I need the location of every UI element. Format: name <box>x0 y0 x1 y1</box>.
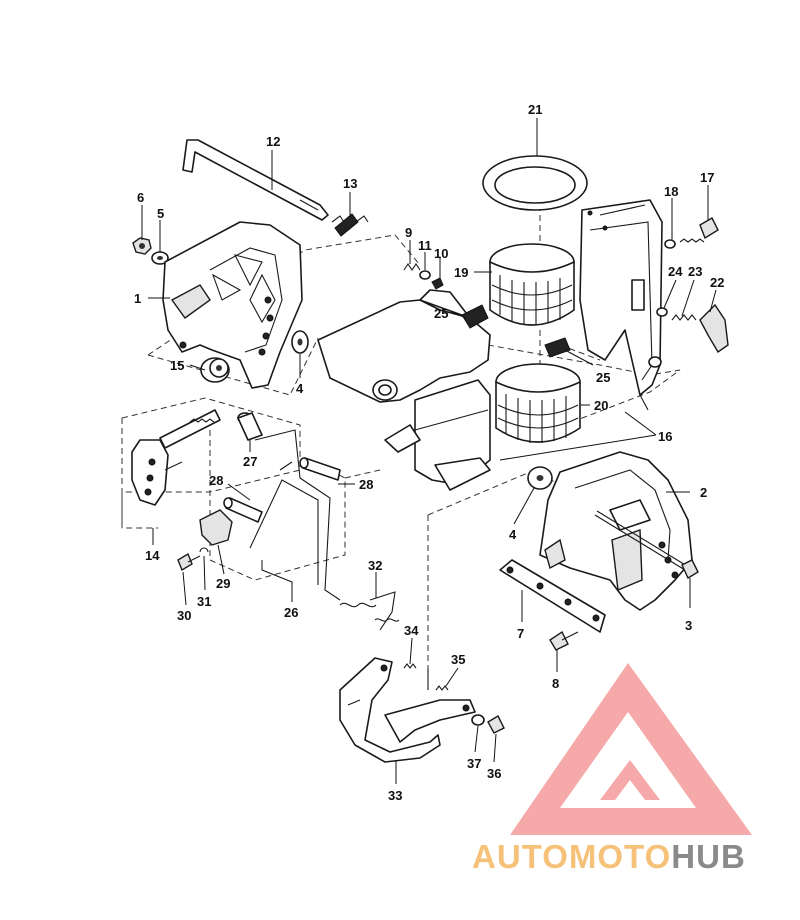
callout-34: 34 <box>404 623 419 638</box>
callout-18: 18 <box>664 184 678 199</box>
part-31-clip <box>199 547 209 553</box>
callout-26: 26 <box>284 605 298 620</box>
callout-7: 7 <box>517 626 524 641</box>
callout-13: 13 <box>343 176 357 191</box>
part-28-pin-right <box>299 457 341 481</box>
callout-14: 14 <box>145 548 160 563</box>
callout-37: 37 <box>467 756 481 771</box>
part-32-torsion-spring <box>339 591 400 631</box>
callout-31: 31 <box>197 594 211 609</box>
callout-25-lower: 25 <box>596 370 610 385</box>
callout-19: 19 <box>454 265 468 280</box>
callout-1: 1 <box>134 291 141 306</box>
part-24-washer <box>656 307 668 317</box>
callout-22: 22 <box>710 275 724 290</box>
part-15-knob <box>200 357 230 383</box>
callout-11: 11 <box>418 238 432 253</box>
callout-15: 15 <box>170 358 184 373</box>
part-20-bushing-lower <box>495 363 581 443</box>
part-21-ring <box>482 155 588 211</box>
callout-labels: 12 13 6 5 1 15 4 9 11 10 21 19 20 16 17 … <box>134 102 724 803</box>
callout-20: 20 <box>594 398 608 413</box>
callout-12: 12 <box>266 134 280 149</box>
part-2-clamp-bracket <box>539 451 693 611</box>
part-1-clamp-bracket <box>162 221 303 389</box>
callout-27: 27 <box>243 454 257 469</box>
callout-16: 16 <box>658 429 672 444</box>
watermark-logo: AUTOMOTOHUB <box>472 663 752 875</box>
callout-17: 17 <box>700 170 714 185</box>
part-36-bolt <box>487 715 505 734</box>
part-28-pin-left <box>223 497 263 523</box>
part-7-plate <box>499 559 606 633</box>
assembly-dashed-lines <box>121 205 681 668</box>
part-29-block <box>199 509 233 546</box>
part-11-washer-small <box>419 270 431 280</box>
part-12-rod <box>182 139 329 221</box>
watermark-word-automoto: AUTOMOTO <box>472 838 671 875</box>
part-4-washer-lower <box>527 466 553 490</box>
callout-4-lower: 4 <box>509 527 517 542</box>
part-8-screw <box>549 630 579 651</box>
callout-9: 9 <box>405 225 412 240</box>
callout-29: 29 <box>216 576 230 591</box>
callout-21: 21 <box>528 102 542 117</box>
callout-8: 8 <box>552 676 559 691</box>
watermark-triangle <box>510 663 752 835</box>
callout-5: 5 <box>157 206 164 221</box>
part-3-bolt <box>594 510 699 580</box>
part-25-wedge-upper <box>461 304 489 329</box>
part-17-bolt <box>679 217 719 243</box>
part-13-spring <box>331 213 369 237</box>
callout-25-upper: 25 <box>434 306 448 321</box>
callout-35: 35 <box>451 652 465 667</box>
callout-23: 23 <box>688 264 702 279</box>
callout-33: 33 <box>388 788 402 803</box>
callout-28-right: 28 <box>359 477 373 492</box>
watermark-inner-mark <box>600 760 660 800</box>
part-19-bushing-upper <box>489 243 575 326</box>
part-37-washer <box>471 714 485 726</box>
part-14-lever <box>131 409 221 506</box>
callout-36: 36 <box>487 766 501 781</box>
part-25-wedge-lower <box>544 337 571 358</box>
part-9-spring-small <box>403 263 421 271</box>
part-16-swivel-shell <box>579 199 663 411</box>
callout-30: 30 <box>177 608 191 623</box>
part-4-washer-upper <box>291 330 309 354</box>
watermark-word-hub: HUB <box>671 838 746 875</box>
part-10-screw <box>431 277 444 290</box>
callout-32: 32 <box>368 558 382 573</box>
callout-24: 24 <box>668 264 683 279</box>
callout-2: 2 <box>700 485 707 500</box>
part-33-lock-lever <box>339 657 476 763</box>
part-6-nut <box>132 237 152 255</box>
part-22-thumb-knob <box>699 303 729 354</box>
part-34-spring <box>403 663 417 669</box>
callout-4-upper: 4 <box>296 381 304 396</box>
leader-lines <box>141 118 717 784</box>
part-30-screw <box>177 552 201 572</box>
part-35-spring <box>427 668 449 691</box>
part-26-wire-frame <box>249 429 341 601</box>
callout-6: 6 <box>137 190 144 205</box>
part-23-spring <box>671 314 697 321</box>
callout-3: 3 <box>685 618 692 633</box>
callout-10: 10 <box>434 246 448 261</box>
part-18-washer <box>664 239 676 249</box>
callout-28-left: 28 <box>209 473 223 488</box>
part-swivel-housing <box>317 289 491 491</box>
part-27-pin <box>237 412 263 441</box>
svg-text:AUTOMOTOHUB: AUTOMOTOHUB <box>472 838 746 875</box>
